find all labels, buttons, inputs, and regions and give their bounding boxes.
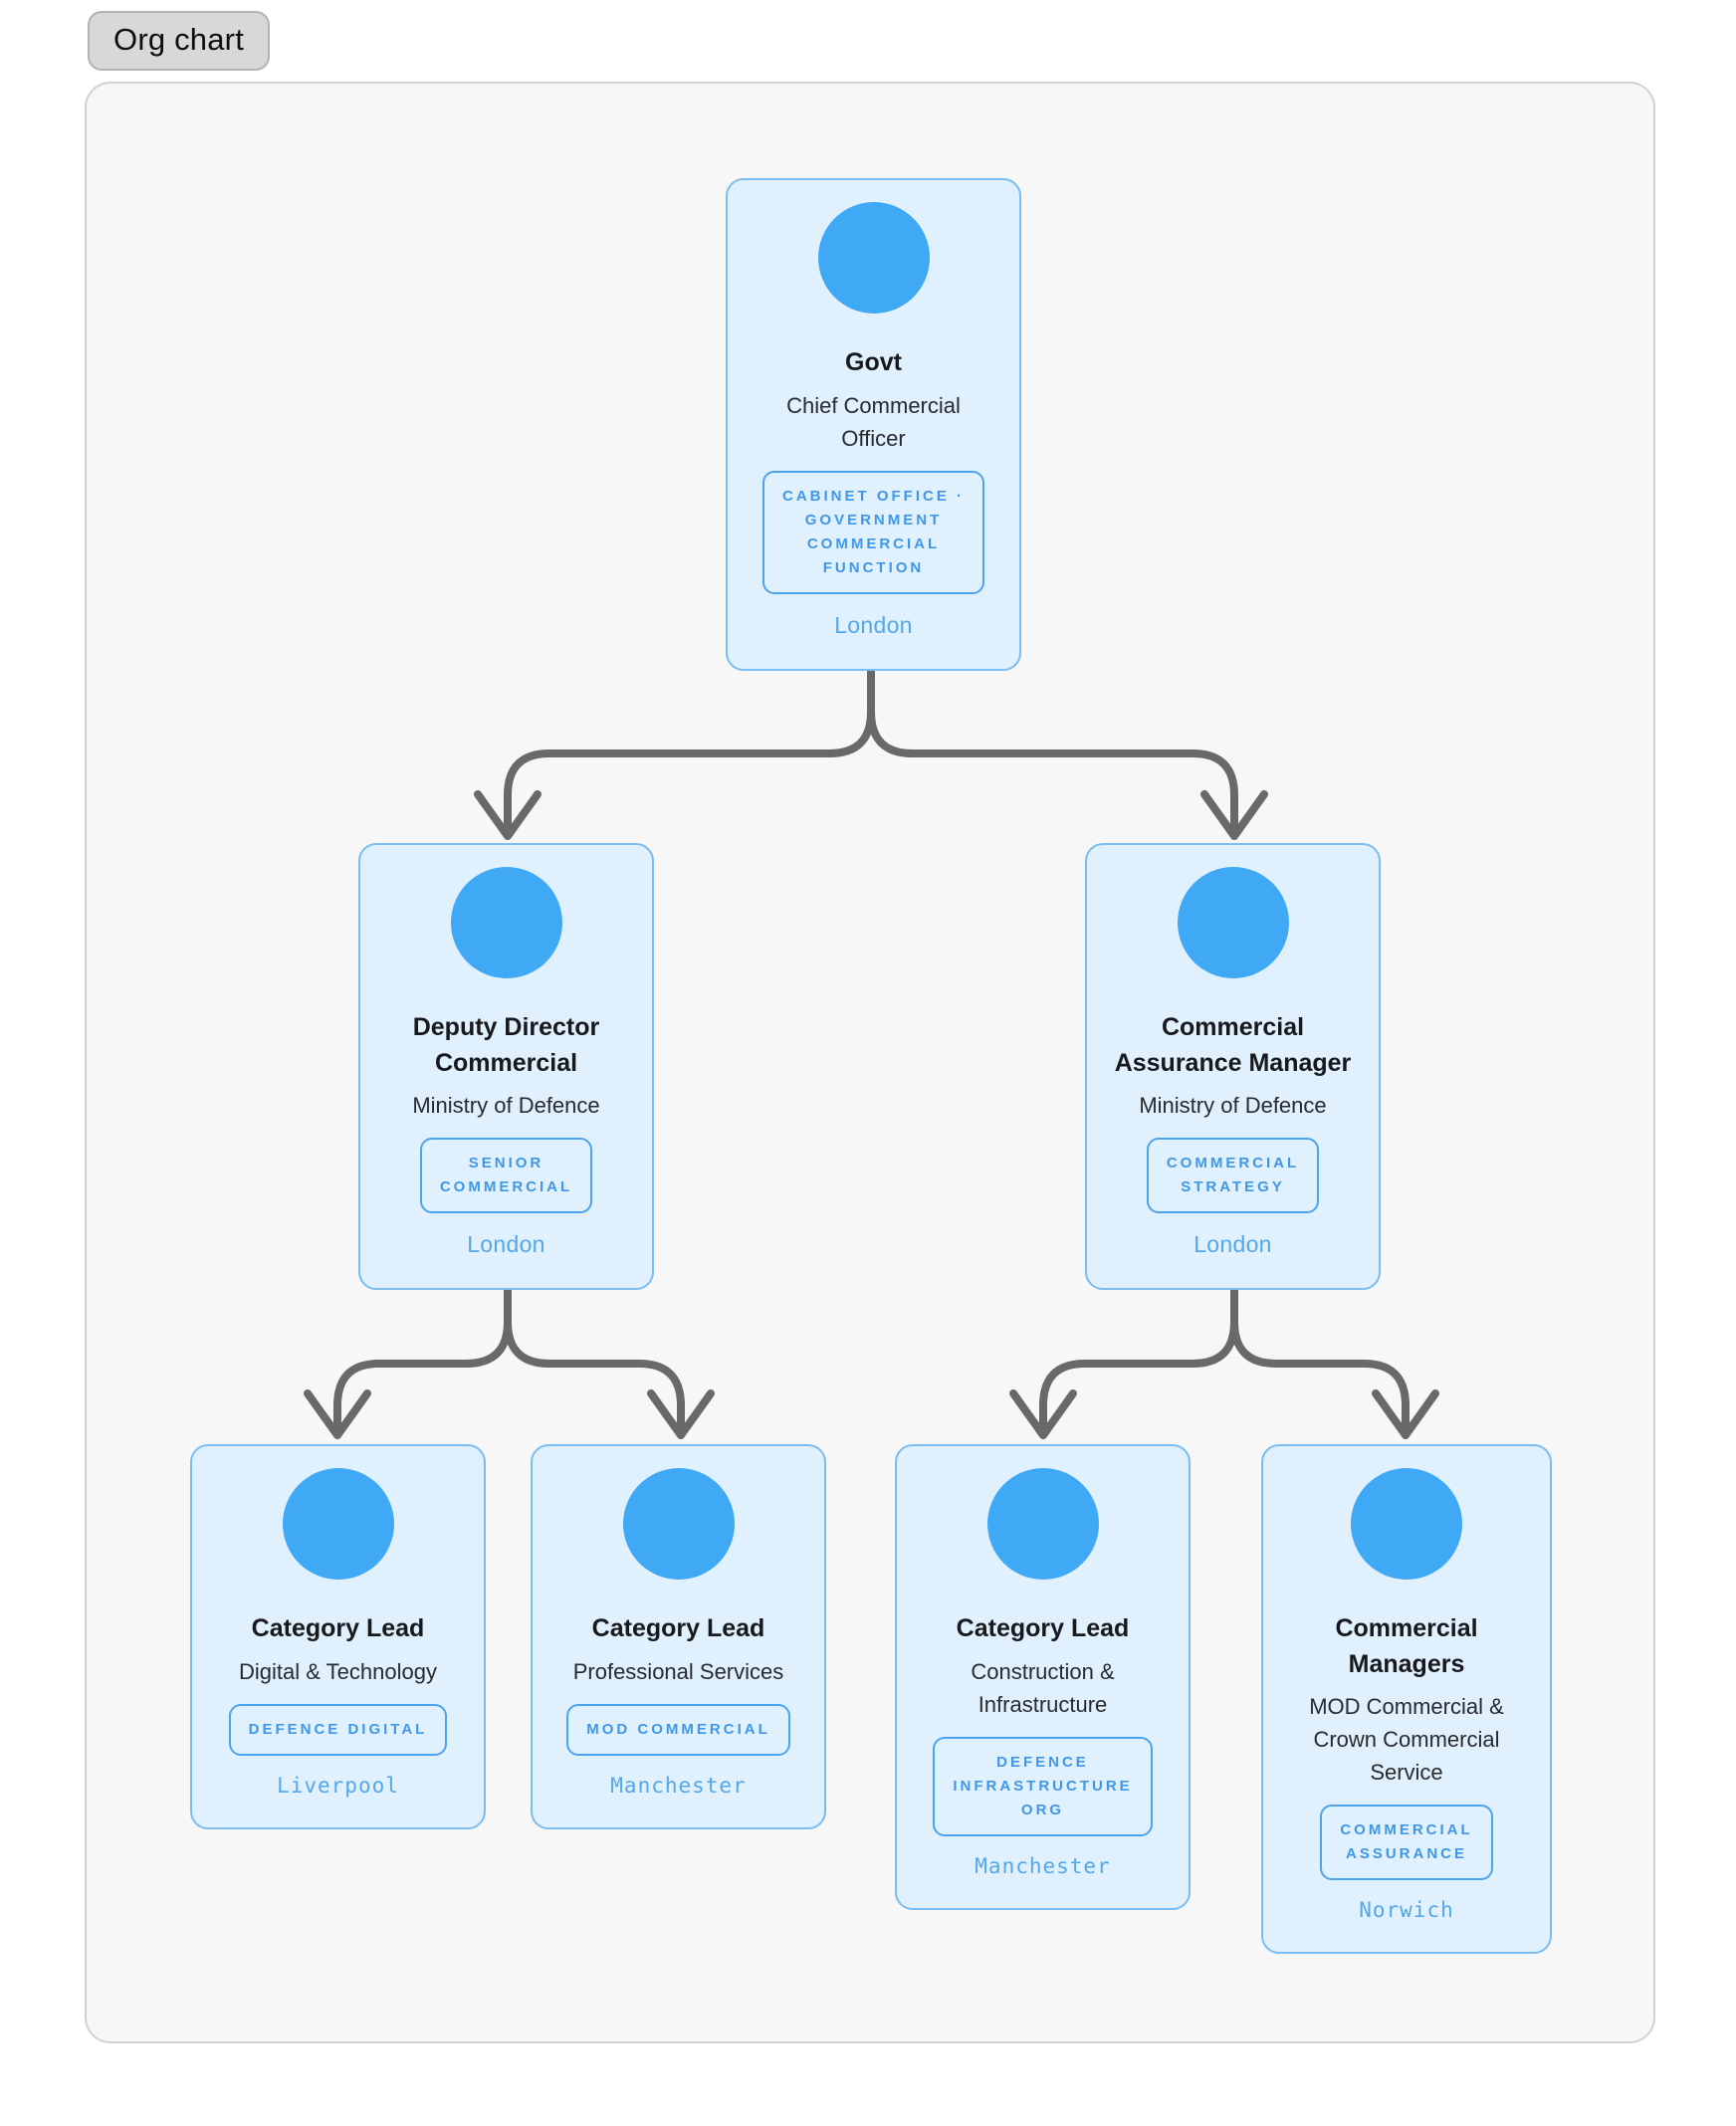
card-location: Norwich	[1359, 1898, 1454, 1922]
card-title: Commercial Managers	[1335, 1614, 1478, 1678]
connector-deputy-to-digital	[333, 1269, 512, 1435]
card-subtitle: Ministry of Defence	[412, 1093, 600, 1118]
connector-govt-to-assurance	[867, 649, 1238, 836]
card-subtitle: Chief Commercial Officer	[786, 392, 961, 451]
arrowhead-construction	[1009, 1389, 1077, 1439]
card-title: Deputy Director Commercial	[412, 1013, 600, 1077]
card-location: London	[834, 611, 913, 638]
card-title: Commercial Assurance Manager	[1114, 1013, 1352, 1077]
card-location: Manchester	[975, 1853, 1111, 1878]
org-card-deputy-director-commercial[interactable]: Deputy Director Commercial Ministry of D…	[358, 843, 654, 1290]
card-title: Category Lead	[251, 1614, 425, 1642]
avatar	[1177, 867, 1289, 978]
card-subtitle: Ministry of Defence	[1139, 1093, 1327, 1118]
card-subtitle: Construction & Infrastructure	[971, 1658, 1115, 1717]
department-badge: COMMERCIAL STRATEGY	[1146, 1138, 1320, 1213]
arrowhead-managers	[1372, 1389, 1439, 1439]
card-subtitle: Digital & Technology	[239, 1658, 437, 1684]
card-location: Liverpool	[277, 1773, 399, 1798]
card-title: Category Lead	[591, 1614, 765, 1642]
department-badge: CABINET OFFICE · GOVERNMENT COMMERCIAL F…	[762, 470, 984, 594]
connector-deputy-to-professional	[504, 1269, 685, 1435]
org-chart-canvas: Govt Chief Commercial Officer CABINET OF…	[85, 82, 1655, 2043]
department-badge: MOD COMMERCIAL	[566, 1703, 790, 1756]
card-subtitle: Professional Services	[572, 1658, 784, 1684]
card-location: Manchester	[610, 1773, 747, 1798]
card-title: Category Lead	[956, 1614, 1130, 1642]
org-card-category-lead-professional[interactable]: Category Lead Professional Services MOD …	[531, 1444, 826, 1829]
department-badge: SENIOR COMMERCIAL	[419, 1138, 593, 1213]
org-card-category-lead-digital[interactable]: Category Lead Digital & Technology DEFEN…	[190, 1444, 486, 1829]
avatar	[622, 1468, 735, 1580]
card-subtitle: MOD Commercial & Crown Commercial Servic…	[1309, 1694, 1504, 1785]
org-card-govt[interactable]: Govt Chief Commercial Officer CABINET OF…	[726, 178, 1021, 671]
avatar	[817, 202, 930, 314]
org-chart-tag: Org chart	[88, 11, 271, 71]
avatar	[1351, 1468, 1462, 1580]
org-card-commercial-managers[interactable]: Commercial Managers MOD Commercial & Cro…	[1261, 1444, 1552, 1954]
avatar	[282, 1468, 394, 1580]
avatar	[450, 867, 562, 978]
org-card-category-lead-construction[interactable]: Category Lead Construction & Infrastruct…	[895, 1444, 1191, 1910]
department-badge: COMMERCIAL ASSURANCE	[1320, 1805, 1493, 1880]
card-location: London	[467, 1231, 545, 1257]
card-location: London	[1194, 1231, 1272, 1257]
arrowhead-professional	[647, 1389, 715, 1439]
card-title: Govt	[845, 348, 902, 376]
arrowhead-deputy	[474, 790, 542, 840]
arrowhead-digital	[304, 1389, 371, 1439]
connector-govt-to-deputy	[504, 649, 875, 836]
arrowhead-assurance	[1200, 790, 1268, 840]
department-badge: DEFENCE DIGITAL	[228, 1703, 448, 1756]
org-card-commercial-assurance-manager[interactable]: Commercial Assurance Manager Ministry of…	[1085, 843, 1381, 1290]
avatar	[986, 1468, 1099, 1580]
connector-assurance-to-construction	[1039, 1269, 1238, 1435]
department-badge: DEFENCE INFRASTRUCTURE ORG	[933, 1736, 1153, 1836]
connector-assurance-to-managers	[1230, 1269, 1410, 1435]
